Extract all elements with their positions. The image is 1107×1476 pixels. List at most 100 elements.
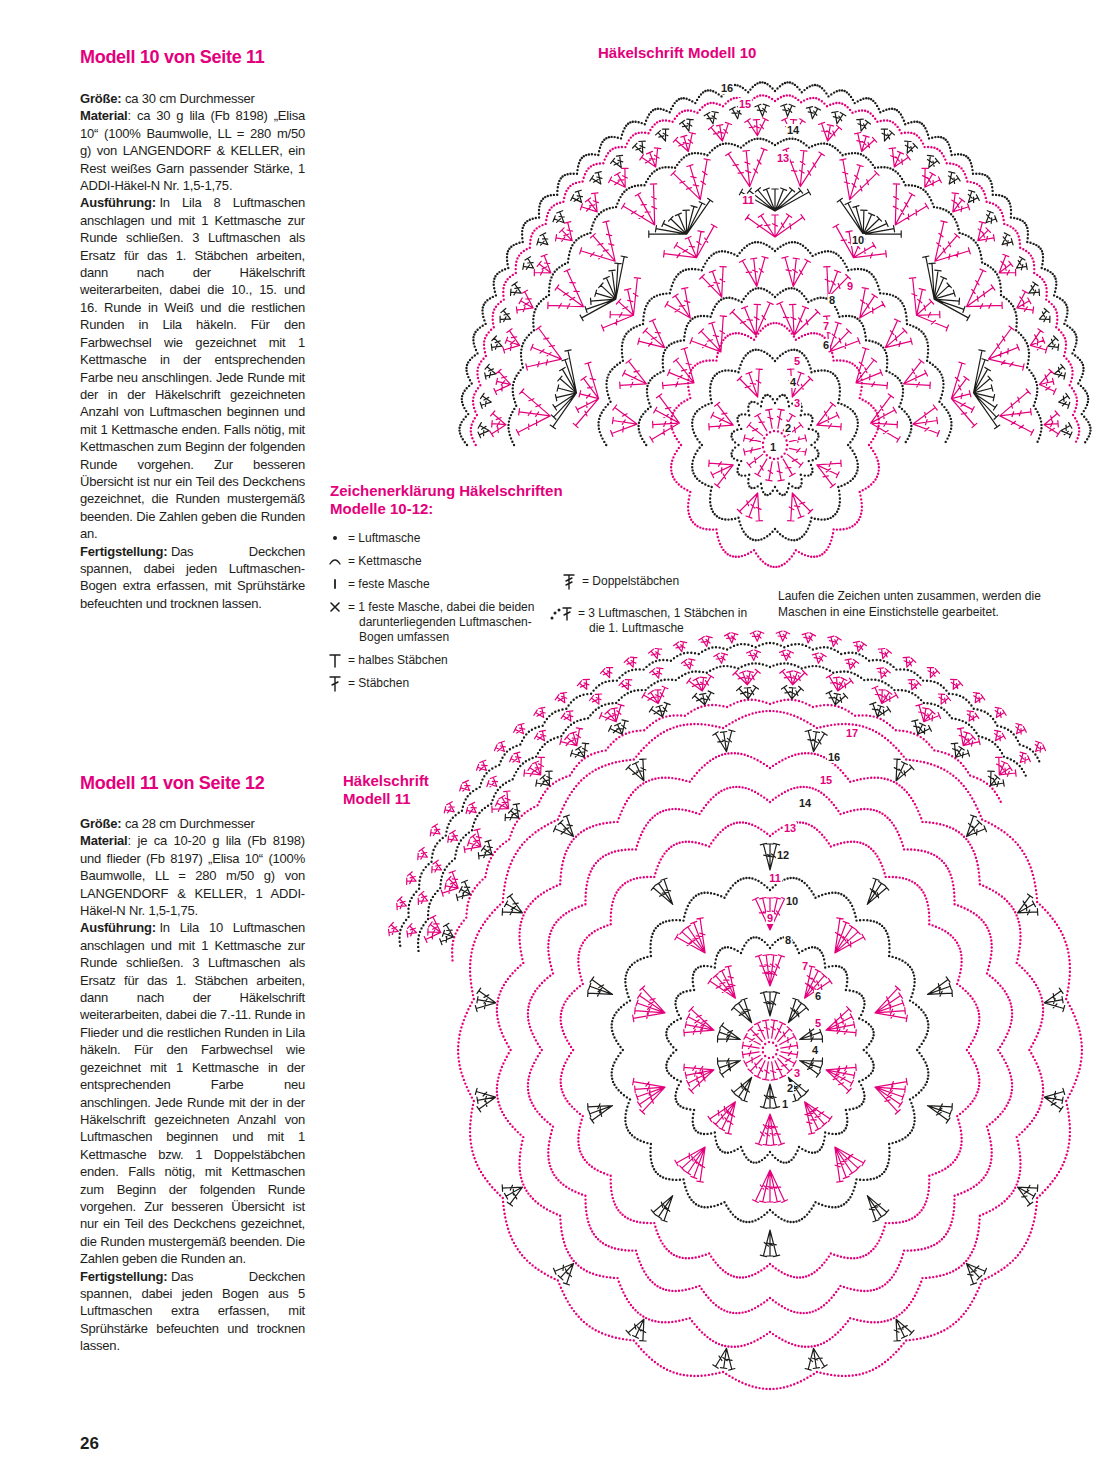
round-number: 15 [819, 774, 833, 786]
chain-arcs [458, 711, 1082, 1389]
stitch-symbol-stroke [552, 610, 559, 618]
round-number: 8 [784, 934, 792, 946]
stitch-symbol [327, 553, 343, 570]
round-number: 3 [793, 397, 801, 409]
round-number: 10 [851, 234, 865, 246]
section-text: ca 28 cm Durchmesser [125, 816, 255, 831]
instruction-paragraph: Größe:ca 30 cm Durchmesser [80, 90, 305, 107]
round-number: 11 [768, 872, 782, 884]
section-text: ca 30 cm Durchmesser [125, 91, 255, 106]
round-number: 5 [814, 1017, 822, 1029]
legend-text: = Stäbchen [348, 676, 547, 691]
stitch-round [490, 118, 1060, 437]
chart-title: Häkelschrift Modell 11 [343, 772, 453, 808]
chain-arcs [528, 787, 1012, 1313]
section-label: Material [80, 833, 128, 848]
chain-ring [763, 431, 787, 459]
model-heading: Modell 10 von Seite 11 [80, 46, 264, 68]
stitch-round [424, 669, 1016, 942]
legend-text: = Kettmasche [348, 554, 547, 569]
stitch-symbol-stroke [330, 560, 340, 564]
round-number: 14 [798, 797, 812, 809]
stitch-symbol [327, 530, 343, 547]
chart-title: Häkelschrift Modell 10 [598, 44, 756, 62]
chain-arcs [732, 395, 819, 495]
stitch-round [718, 992, 823, 1109]
stitch-round [389, 631, 1046, 936]
stitch-round [440, 686, 1005, 945]
stitch-round [744, 409, 807, 481]
section-label: Ausführung: [80, 920, 156, 935]
stitch-symbol [550, 605, 574, 622]
model-heading: Modell 11 von Seite 12 [80, 772, 264, 794]
page-number: 26 [80, 1434, 99, 1454]
section-text: In Lila 10 Luftmaschen anschlagen und mi… [80, 920, 305, 1266]
round-number: 16 [720, 82, 734, 94]
instruction-paragraph: Ausführung:In Lila 8 Luftmaschen anschla… [80, 194, 305, 542]
stitch-round [573, 214, 977, 428]
legend-text: = 3 Luftmaschen, 1 Stäbchen in die 1. Lu… [578, 606, 764, 636]
stitch-round [709, 369, 841, 521]
stitch-round [684, 955, 856, 1146]
instruction-text: Größe:ca 30 cm DurchmesserMaterial: ca 3… [80, 90, 305, 612]
stitch-symbol-stroke [563, 608, 571, 620]
stitch-symbol [327, 675, 343, 692]
instruction-paragraph: Ausführung:In Lila 10 Luftmaschen anschl… [80, 919, 305, 1267]
round-number: 2 [786, 1082, 794, 1094]
round-number: 15 [738, 98, 752, 110]
legend-text: = 1 feste Masche, dabei die beiden darun… [348, 600, 547, 645]
round-number: 10 [785, 895, 799, 907]
round-number: 8 [828, 294, 836, 306]
round-number: 2 [784, 422, 792, 434]
chain-arcs [692, 350, 858, 540]
stitch-symbol-stroke [333, 536, 337, 540]
stitch-round [633, 898, 908, 1203]
round-number: 12 [776, 849, 790, 861]
round-number: 13 [783, 822, 797, 834]
stitch-symbol [327, 652, 343, 669]
round-number: 6 [822, 339, 830, 351]
instruction-paragraph: Größe: ca 28 cm Durchmesser [80, 815, 305, 832]
stitch-round [478, 104, 1072, 438]
round-number: 11 [741, 194, 755, 206]
section-label: Größe: [80, 816, 121, 831]
stitch-symbol-stroke [564, 575, 574, 589]
section-label: Fertigstellung: [80, 1269, 167, 1284]
section-text: In Lila 8 Luftmaschen anschlagen und mit… [80, 195, 305, 541]
stitch-symbol [327, 576, 343, 593]
stitch-round [475, 730, 1064, 1370]
chain-arcs [671, 323, 879, 567]
chain-arcs [599, 242, 952, 445]
chart-note: Laufen die Zeichen unten zusammen, werde… [778, 588, 1053, 620]
round-number: 5 [793, 355, 801, 367]
stitch-symbol-stroke [330, 677, 340, 691]
chain-arcs [418, 663, 1026, 951]
instruction-paragraph: Material: ca 30 g lila (Fb 8198) „Elisa … [80, 107, 305, 194]
chain-arcs [497, 753, 1043, 1347]
section-label: Fertigstellung: [80, 544, 167, 559]
round-number: 17 [845, 727, 859, 739]
chain-arcs [460, 82, 1091, 445]
round-number: 4 [811, 1044, 819, 1056]
stitch-round [742, 1020, 798, 1080]
round-number: 7 [822, 320, 830, 332]
stitch-symbol [561, 573, 577, 590]
chain-arcs [471, 95, 1079, 445]
legend-text: = feste Masche [348, 577, 547, 592]
round-number: 9 [846, 280, 854, 292]
instruction-paragraph: Fertigstellung:Das Deckchen spannen, dab… [80, 1268, 305, 1355]
stitch-round [611, 257, 940, 437]
round-number: 4 [789, 376, 797, 388]
stitch-symbol-stroke [331, 603, 339, 611]
instruction-paragraph: Material: je ca 10-20 g lila (Fb 8198) u… [80, 832, 305, 919]
round-number: 1 [781, 1098, 789, 1110]
round-number: 9 [766, 912, 774, 924]
stitch-symbol-stroke [334, 580, 336, 588]
chain-arcs [561, 823, 980, 1278]
instruction-paragraph: Fertigstellung:Das Deckchen spannen, dab… [80, 543, 305, 613]
legend-text: = Doppelstäbchen [582, 574, 743, 589]
stitch-round [407, 650, 1030, 937]
chain-arcs [509, 139, 1042, 445]
round-number: 3 [793, 1067, 801, 1079]
